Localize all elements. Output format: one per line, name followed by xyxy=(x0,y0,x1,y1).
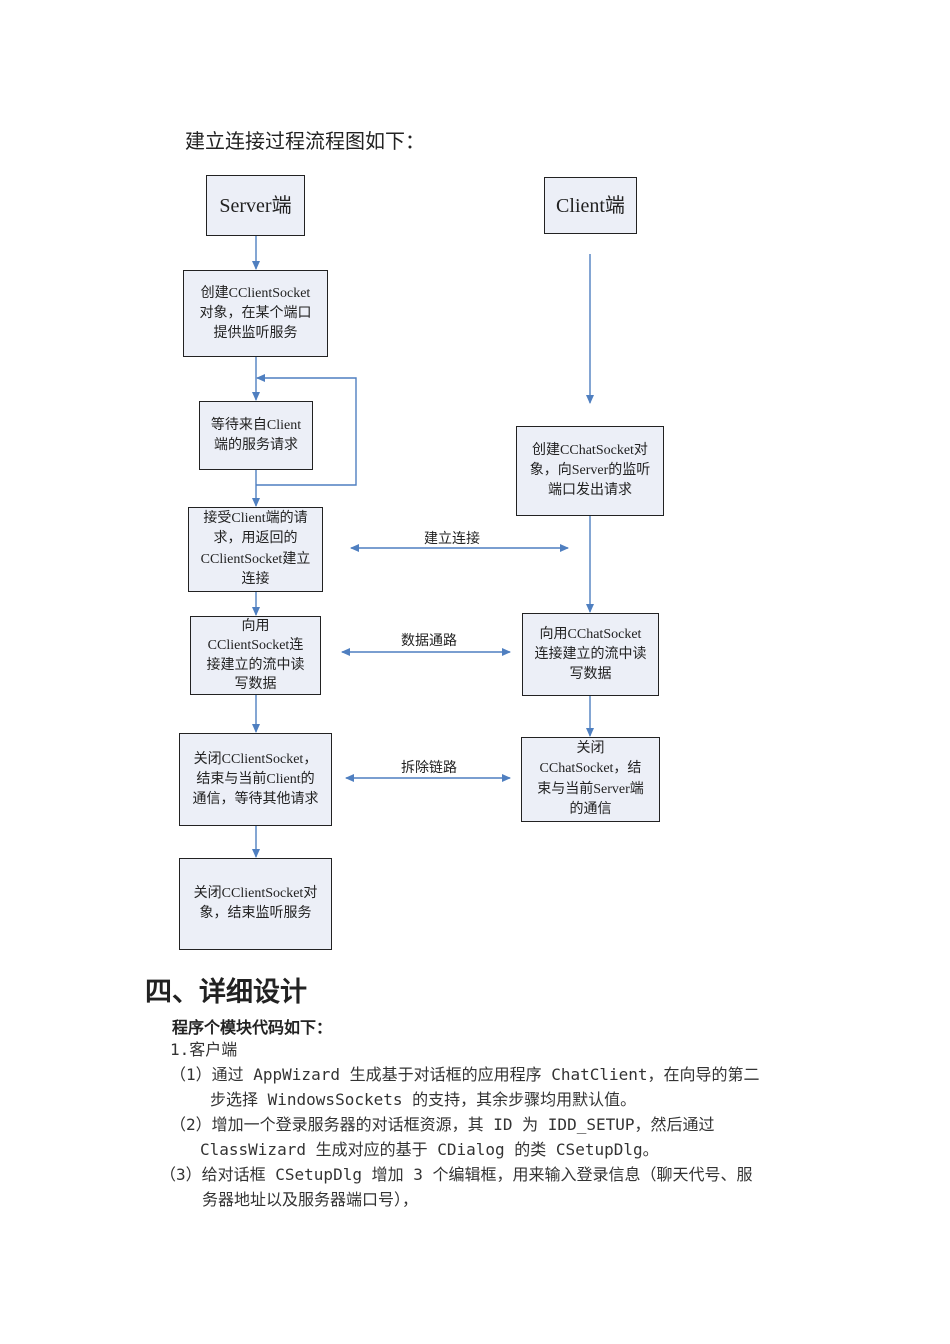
intro-text: 建立连接过程流程图如下： xyxy=(185,129,425,153)
step-3-line-1: （3）给对话框 CSetupDlg 增加 3 个编辑框，用来输入登录信息（聊天代… xyxy=(160,1165,753,1184)
step-2-line-2: ClassWizard 生成对应的基于 CDialog 的类 CSetupDlg… xyxy=(200,1140,659,1159)
section-heading: 四、详细设计 xyxy=(145,977,307,1008)
server-step-close-conn: 关闭CClientSocket， 结束与当前Client的 通信，等待其他请求 xyxy=(179,733,332,826)
client-step-create: 创建CChatSocket对 象，向Server的监听 端口发出请求 xyxy=(516,426,664,516)
server-step-close-socket: 关闭CClientSocket对 象，结束监听服务 xyxy=(179,858,332,950)
server-step-accept: 接受Client端的请 求，用返回的 CClientSocket建立 连接 xyxy=(188,507,323,592)
client-step-readwrite: 向用CChatSocket 连接建立的流中读 写数据 xyxy=(522,613,659,696)
server-step-create: 创建CClientSocket 对象，在某个端口 提供监听服务 xyxy=(183,270,328,357)
link-label-data: 数据通路 xyxy=(401,634,457,649)
section-subheading: 程序个模块代码如下： xyxy=(172,1018,333,1037)
step-1-line-2: 步选择 WindowsSockets 的支持，其余步骤均用默认值。 xyxy=(210,1090,637,1109)
client-step-close: 关闭 CChatSocket，结 束与当前Server端 的通信 xyxy=(521,737,660,822)
step-1-line-1: （1）通过 AppWizard 生成基于对话框的应用程序 ChatClient，… xyxy=(170,1065,760,1084)
server-title-box: Server端 xyxy=(206,175,305,236)
server-step-wait: 等待来自Client 端的服务请求 xyxy=(199,401,313,470)
step-3-line-2: 务器地址以及服务器端口号）， xyxy=(202,1190,419,1209)
server-step-readwrite: 向用 CClientSocket连 接建立的流中读 写数据 xyxy=(190,616,321,695)
link-label-teardown: 拆除链路 xyxy=(401,761,457,776)
loop-arrow xyxy=(256,374,357,486)
step-2-line-1: （2）增加一个登录服务器的对话框资源，其 ID 为 IDD_SETUP，然后通过 xyxy=(170,1115,715,1134)
link-label-connect: 建立连接 xyxy=(424,532,480,547)
item-client: 1.客户端 xyxy=(170,1040,238,1059)
client-title-box: Client端 xyxy=(544,177,637,234)
